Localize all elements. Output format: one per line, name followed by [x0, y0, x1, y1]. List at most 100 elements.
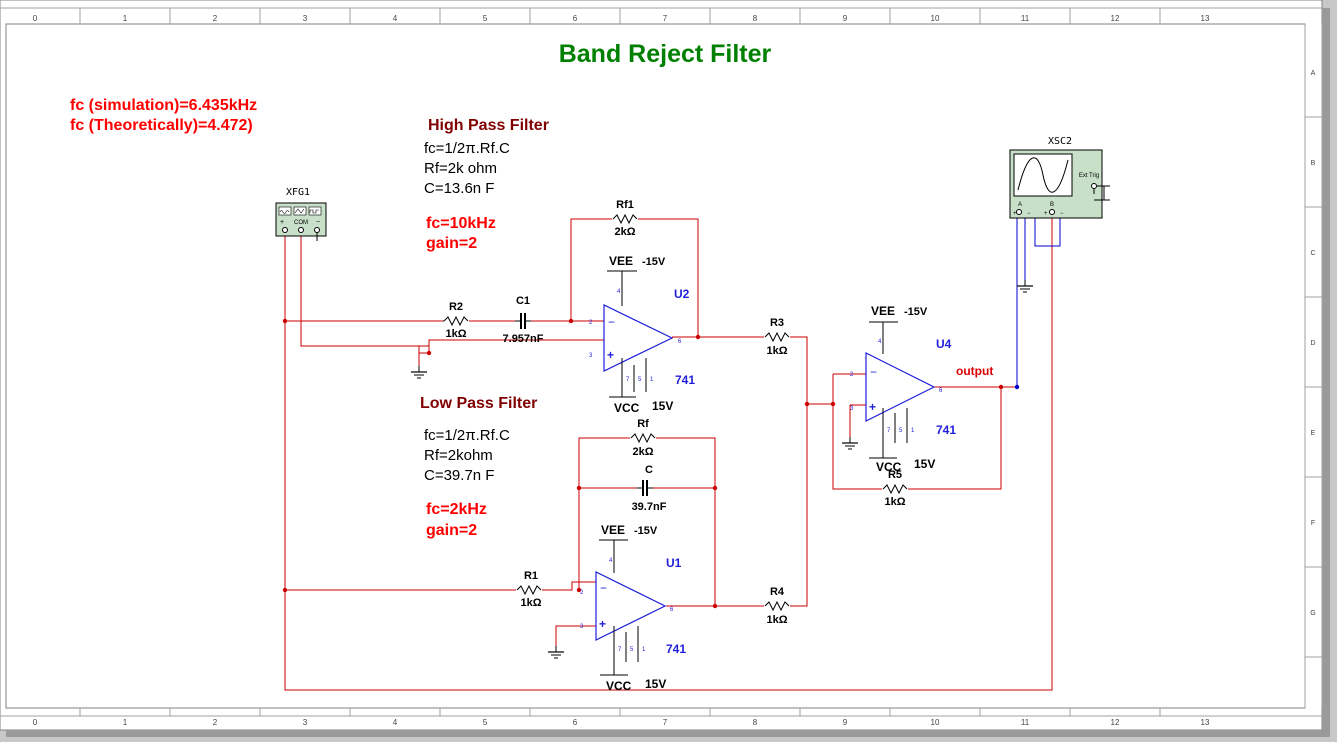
r5-value: 1kΩ [884, 496, 905, 508]
resistor-r2[interactable]: R2 1kΩ [443, 301, 469, 340]
border-column-label: 0 [33, 14, 38, 23]
sine-wave-icon [279, 210, 290, 214]
u1-model: 741 [666, 642, 686, 656]
u4-model: 741 [936, 423, 956, 437]
channel-b-terminal[interactable] [1049, 209, 1055, 215]
u2-model: 741 [675, 373, 695, 387]
border-row-label: F [1311, 520, 1315, 527]
border-column-label: 2 [213, 718, 218, 727]
border-column-label: 3 [303, 718, 308, 727]
resistor-rf[interactable]: Rf 2kΩ [630, 418, 656, 458]
border-column-label: 8 [753, 718, 758, 727]
u4-minus-sign: − [870, 365, 877, 379]
u4-pin-3: 3 [850, 406, 854, 412]
border-column-label: 7 [663, 14, 668, 23]
u1-ref: U1 [666, 556, 682, 570]
border-column-label: 1 [123, 14, 128, 23]
u4-pin-6: 6 [939, 388, 943, 394]
channel-a-terminal[interactable] [1016, 209, 1022, 215]
triangle-wave-icon [294, 208, 305, 214]
blue-wires[interactable] [1016, 218, 1061, 387]
border-row-label: A [1311, 70, 1316, 77]
rf1-value: 2kΩ [614, 226, 635, 238]
fc-theoretical-note: fc (Theoretically)=4.472) [70, 117, 253, 134]
oscilloscope-xsc2[interactable]: XSC2 Ext Trig A B − − + + [1009, 136, 1110, 219]
xfg1-com: COM [294, 220, 308, 226]
u1-vcc-label: VCC [606, 679, 632, 693]
u4-plus-sign: + [869, 400, 876, 414]
channel-a-plus: + [1013, 211, 1017, 217]
opamp-u4[interactable]: VEE -15V − + 2 3 6 4 7 5 1 VCC 15V U4 74… [850, 304, 956, 474]
xfg1-minus-terminal[interactable] [314, 227, 320, 233]
u2-ref: U2 [674, 287, 690, 301]
border-column-label: 3 [303, 14, 308, 23]
u4-vcc-value: 15V [914, 457, 935, 471]
resistor-rf1[interactable]: Rf1 2kΩ [612, 199, 638, 238]
wire-junctions [282, 318, 1004, 609]
rf1-ref: Rf1 [616, 199, 634, 211]
u2-vee-label: VEE [609, 254, 633, 268]
xsc2-ext-trig: Ext Trig [1079, 173, 1099, 179]
xfg1-label: XFG1 [286, 187, 310, 198]
u2-plus-sign: + [607, 348, 614, 362]
c-ref: C [645, 464, 653, 476]
u2-pin-5: 5 [638, 377, 642, 383]
capacitor-c1[interactable]: C1 7.957nF [503, 295, 544, 345]
opamp-u1[interactable]: VEE -15V − + 2 3 6 4 7 5 1 VCC 15V U1 74… [580, 523, 686, 693]
sine-trace-icon [1017, 157, 1069, 193]
border-column-label: 11 [1021, 718, 1030, 727]
border-column-label: 9 [843, 718, 848, 727]
hpf-result-line: gain=2 [426, 235, 477, 252]
r4-value: 1kΩ [766, 614, 787, 626]
resistor-r4[interactable]: R4 1kΩ [764, 586, 790, 626]
function-generator-xfg1[interactable]: XFG1 + COM − [275, 187, 327, 241]
border-column-label: 0 [33, 718, 38, 727]
border-row-label: E [1311, 430, 1316, 437]
lpf-formula-line: fc=1/2π.Rf.C [424, 427, 510, 444]
r4-ref: R4 [770, 586, 785, 598]
border-column-label: 10 [931, 718, 940, 727]
u1-minus-sign: − [600, 581, 607, 595]
u2-vcc-value: 15V [652, 399, 673, 413]
opamp-u2[interactable]: VEE -15V − + 2 3 6 4 7 5 1 VCC 15V U2 74… [589, 254, 695, 415]
border-column-label: 5 [483, 718, 488, 727]
u1-plus-sign: + [599, 617, 606, 631]
u4-pin-5: 5 [899, 428, 903, 434]
rf-value: 2kΩ [632, 446, 653, 458]
capacitor-c[interactable]: C 39.7nF [632, 464, 667, 513]
resistor-r1[interactable]: R1 1kΩ [516, 570, 542, 609]
border-column-label: 9 [843, 14, 848, 23]
u2-pin-7: 7 [626, 377, 630, 383]
resistor-r3[interactable]: R3 1kΩ [764, 317, 790, 357]
border-column-label: 6 [573, 718, 578, 727]
xfg1-plus: + [280, 219, 284, 226]
xfg1-com-terminal[interactable] [298, 227, 304, 233]
resistor-r5[interactable]: R5 1kΩ [882, 469, 908, 508]
u1-vcc-value: 15V [645, 677, 666, 691]
lpf-result-line: fc=2kHz [426, 501, 487, 518]
channel-b-plus: + [1044, 211, 1048, 217]
border-column-label: 11 [1021, 14, 1030, 23]
xfg1-plus-terminal[interactable] [282, 227, 288, 233]
border-column-label: 1 [123, 718, 128, 727]
u1-pin-1: 1 [642, 647, 646, 653]
r3-ref: R3 [770, 317, 784, 329]
c-value: 39.7nF [632, 501, 667, 513]
border-column-label: 13 [1201, 718, 1210, 727]
border-row-label: G [1310, 610, 1315, 617]
u2-pin-3: 3 [589, 353, 593, 359]
border-column-label: 7 [663, 718, 668, 727]
u4-pin-7: 7 [887, 428, 891, 434]
border-column-label: 2 [213, 14, 218, 23]
border-column-label: 5 [483, 14, 488, 23]
u1-pin-7: 7 [618, 647, 622, 653]
border-column-label: 8 [753, 14, 758, 23]
r2-value: 1kΩ [445, 328, 466, 340]
lpf-formula-line: C=39.7n F [424, 467, 494, 484]
border-row-label: D [1310, 340, 1315, 347]
u1-pin-2: 2 [580, 590, 584, 596]
xsc2-channel-b: B [1050, 202, 1054, 208]
ext-trig-terminal[interactable] [1091, 183, 1097, 189]
xsc2-channel-a: A [1018, 202, 1022, 208]
